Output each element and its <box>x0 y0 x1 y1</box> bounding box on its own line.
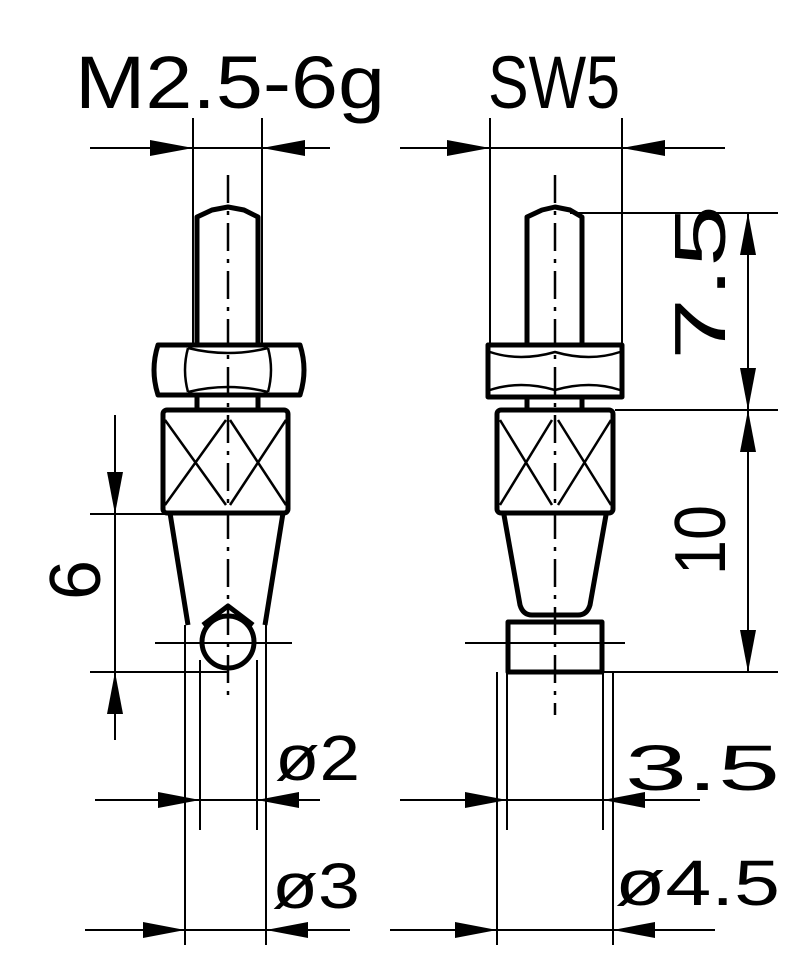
height-6-label: 6 <box>36 560 116 600</box>
tip-width-label: 3.5 <box>625 732 780 804</box>
thread-pin-right <box>524 204 585 345</box>
cone-left <box>167 512 286 626</box>
knurl-hatch-left <box>163 419 288 506</box>
pin-length-label: 7.5 <box>661 205 741 360</box>
arrow-left <box>262 140 305 156</box>
hex-faces-right <box>489 350 621 392</box>
cone-right <box>501 514 609 618</box>
hex-faces-left <box>183 346 273 394</box>
left-dimensions: M2.5-6g 6 ø2 ø3 <box>36 41 385 945</box>
hex-nut-left <box>151 342 307 398</box>
body-diameter-label: ø3 <box>272 850 360 922</box>
flat-tip-right <box>505 619 605 675</box>
wrench-size-label: SW5 <box>488 41 620 124</box>
knurl-left <box>160 407 291 516</box>
knurl-hatch-right <box>498 419 613 506</box>
body-length-label: 10 <box>661 505 741 575</box>
right-dimensions: SW5 7.5 10 3.5 ø4.5 <box>390 41 780 945</box>
flat-tip-insert <box>465 175 625 715</box>
ball-tip-insert <box>151 175 307 700</box>
ball-seat-left <box>201 603 255 627</box>
thread-label: M2.5-6g <box>75 41 385 124</box>
right-body-diameter-label: ø4.5 <box>615 847 780 919</box>
ball-diameter-label: ø2 <box>275 722 360 794</box>
knurl-right <box>494 407 616 516</box>
arrow-right <box>150 140 193 156</box>
thread-pin-left <box>194 204 261 345</box>
